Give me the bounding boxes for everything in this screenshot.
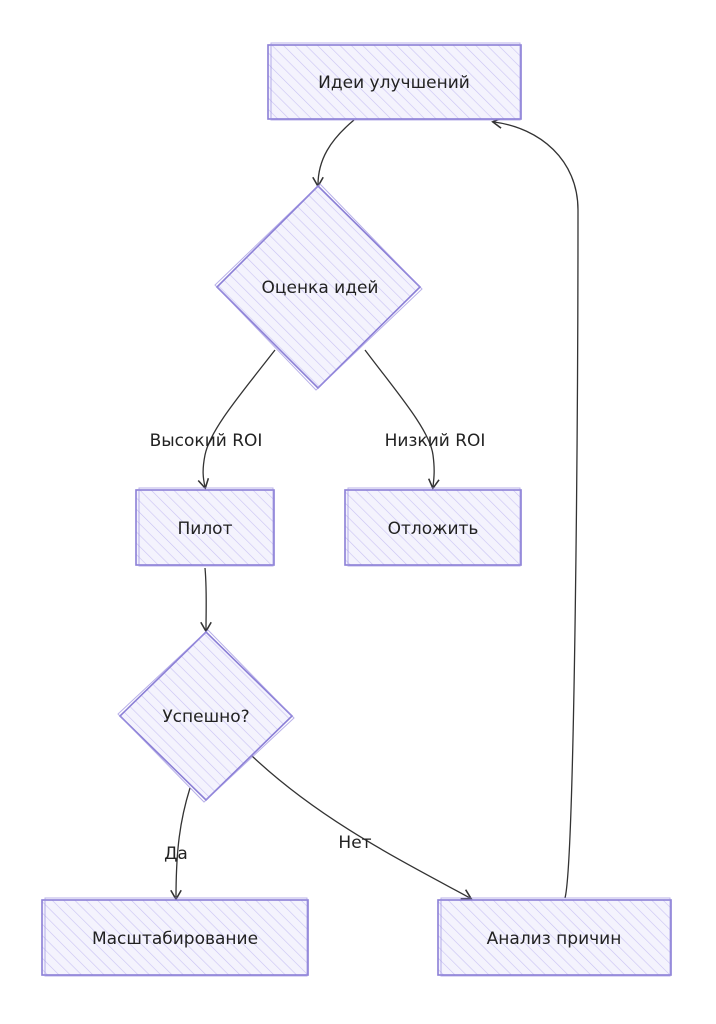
edge-evaluate-to-postpone — [364, 349, 440, 490]
edge-label-yes: Да — [164, 844, 188, 864]
svg-text:Идеи улучшений: Идеи улучшений — [318, 73, 470, 93]
node-analyze[interactable]: Анализ причин — [437, 897, 672, 977]
edge-success-to-analyze — [251, 755, 473, 900]
node-scale[interactable]: Масштабирование — [41, 897, 309, 977]
edge-label-high-roi: Высокий ROI — [150, 431, 263, 451]
node-success[interactable]: Успешно? — [117, 629, 295, 803]
node-evaluate[interactable]: Оценка идей — [214, 183, 423, 391]
svg-text:Пилот: Пилот — [177, 519, 232, 539]
svg-text:Масштабирование: Масштабирование — [92, 929, 258, 949]
edge-evaluate-to-pilot — [197, 349, 276, 490]
node-ideas[interactable]: Идеи улучшений — [267, 42, 522, 121]
edge-ideas-to-evaluate — [312, 119, 355, 188]
svg-text:Анализ причин: Анализ причин — [487, 929, 622, 949]
edge-success-to-scale — [170, 787, 191, 901]
edge-analyze-to-ideas — [491, 117, 579, 899]
edge-pilot-to-success — [200, 567, 212, 633]
svg-text:Успешно?: Успешно? — [162, 707, 249, 727]
edge-label-low-roi: Низкий ROI — [385, 431, 486, 451]
svg-text:Оценка идей: Оценка идей — [262, 278, 379, 298]
node-postpone[interactable]: Отложить — [344, 487, 522, 567]
edge-label-no: Нет — [338, 833, 371, 853]
svg-text:Отложить: Отложить — [388, 519, 479, 539]
node-pilot[interactable]: Пилот — [135, 487, 275, 567]
